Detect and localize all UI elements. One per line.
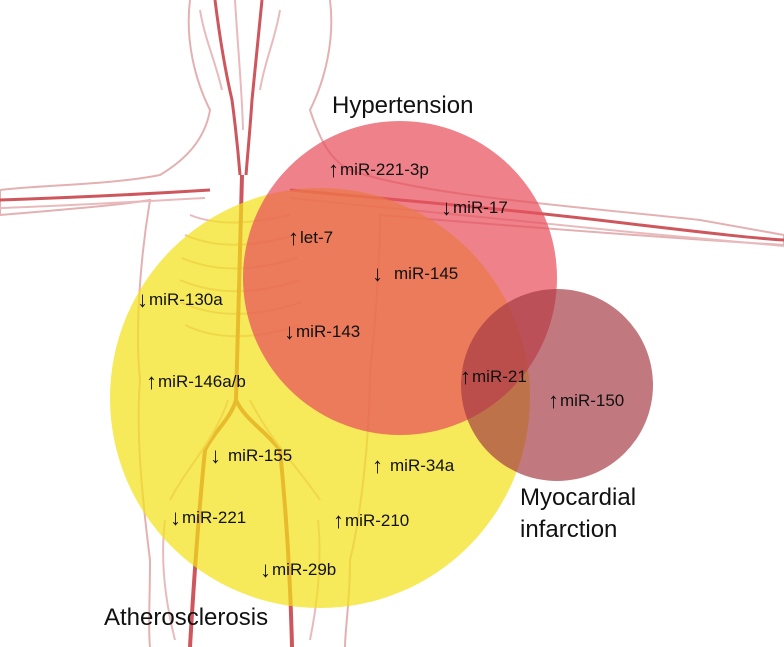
- mirna-name: miR-146a/b: [158, 372, 246, 391]
- up-arrow-icon: ↑: [328, 157, 339, 182]
- down-arrow-icon: ↓: [260, 557, 271, 582]
- mirna-label: ↑miR-210: [333, 508, 410, 533]
- mirna-name: miR-150: [560, 391, 625, 410]
- mirna-name: miR-17: [453, 198, 508, 217]
- down-arrow-icon: ↓: [137, 287, 148, 312]
- mirna-label: ↓miR-17: [441, 195, 508, 220]
- myocardial-infarction-title-line2: infarction: [520, 516, 618, 543]
- mirna-name: miR-210: [345, 511, 410, 530]
- down-arrow-icon: ↓: [210, 443, 221, 468]
- down-arrow-icon: ↓: [284, 319, 295, 344]
- mirna-label: ↓miR-29b: [260, 557, 337, 582]
- mirna-label: ↑miR-146a/b: [146, 369, 246, 394]
- mirna-label: ↑miR-221-3p: [328, 157, 429, 182]
- atherosclerosis-title: Atherosclerosis: [104, 604, 269, 631]
- up-arrow-icon: ↑: [548, 388, 559, 413]
- hypertension-title: Hypertension: [332, 92, 474, 119]
- mirna-label: ↓miR-143: [284, 319, 361, 344]
- mirna-name: miR-34a: [390, 456, 455, 475]
- mirna-label: ↓miR-130a: [137, 287, 223, 312]
- mirna-label: ↓miR-221: [170, 505, 247, 530]
- mirna-name: miR-130a: [149, 290, 223, 309]
- myocardial-infarction-title-line1: Myocardial: [520, 484, 637, 511]
- mirna-name: miR-221: [182, 508, 247, 527]
- myocardial-infarction-circle: [461, 289, 653, 481]
- mirna-name: miR-145: [394, 264, 459, 283]
- mirna-name: miR-21: [472, 367, 527, 386]
- mirna-label: ↑miR-150: [548, 388, 625, 413]
- mirna-label: ↑ miR-34a: [372, 453, 455, 478]
- up-arrow-icon: ↑: [146, 369, 157, 394]
- down-arrow-icon: ↓: [372, 261, 383, 286]
- up-arrow-icon: ↑: [460, 364, 471, 389]
- down-arrow-icon: ↓: [441, 195, 452, 220]
- mirna-label: ↓ miR-145: [372, 261, 459, 286]
- down-arrow-icon: ↓: [170, 505, 181, 530]
- up-arrow-icon: ↑: [288, 225, 299, 250]
- mirna-name: miR-221-3p: [340, 160, 429, 179]
- mirna-label: ↑miR-21: [460, 364, 527, 389]
- up-arrow-icon: ↑: [333, 508, 344, 533]
- mirna-name: let-7: [300, 228, 334, 247]
- mirna-name: miR-29b: [272, 560, 337, 579]
- mirna-name: miR-155: [228, 446, 293, 465]
- mirna-label: ↑let-7: [288, 225, 334, 250]
- mirna-label: ↓ miR-155: [210, 443, 293, 468]
- up-arrow-icon: ↑: [372, 453, 383, 478]
- mirna-name: miR-143: [296, 322, 361, 341]
